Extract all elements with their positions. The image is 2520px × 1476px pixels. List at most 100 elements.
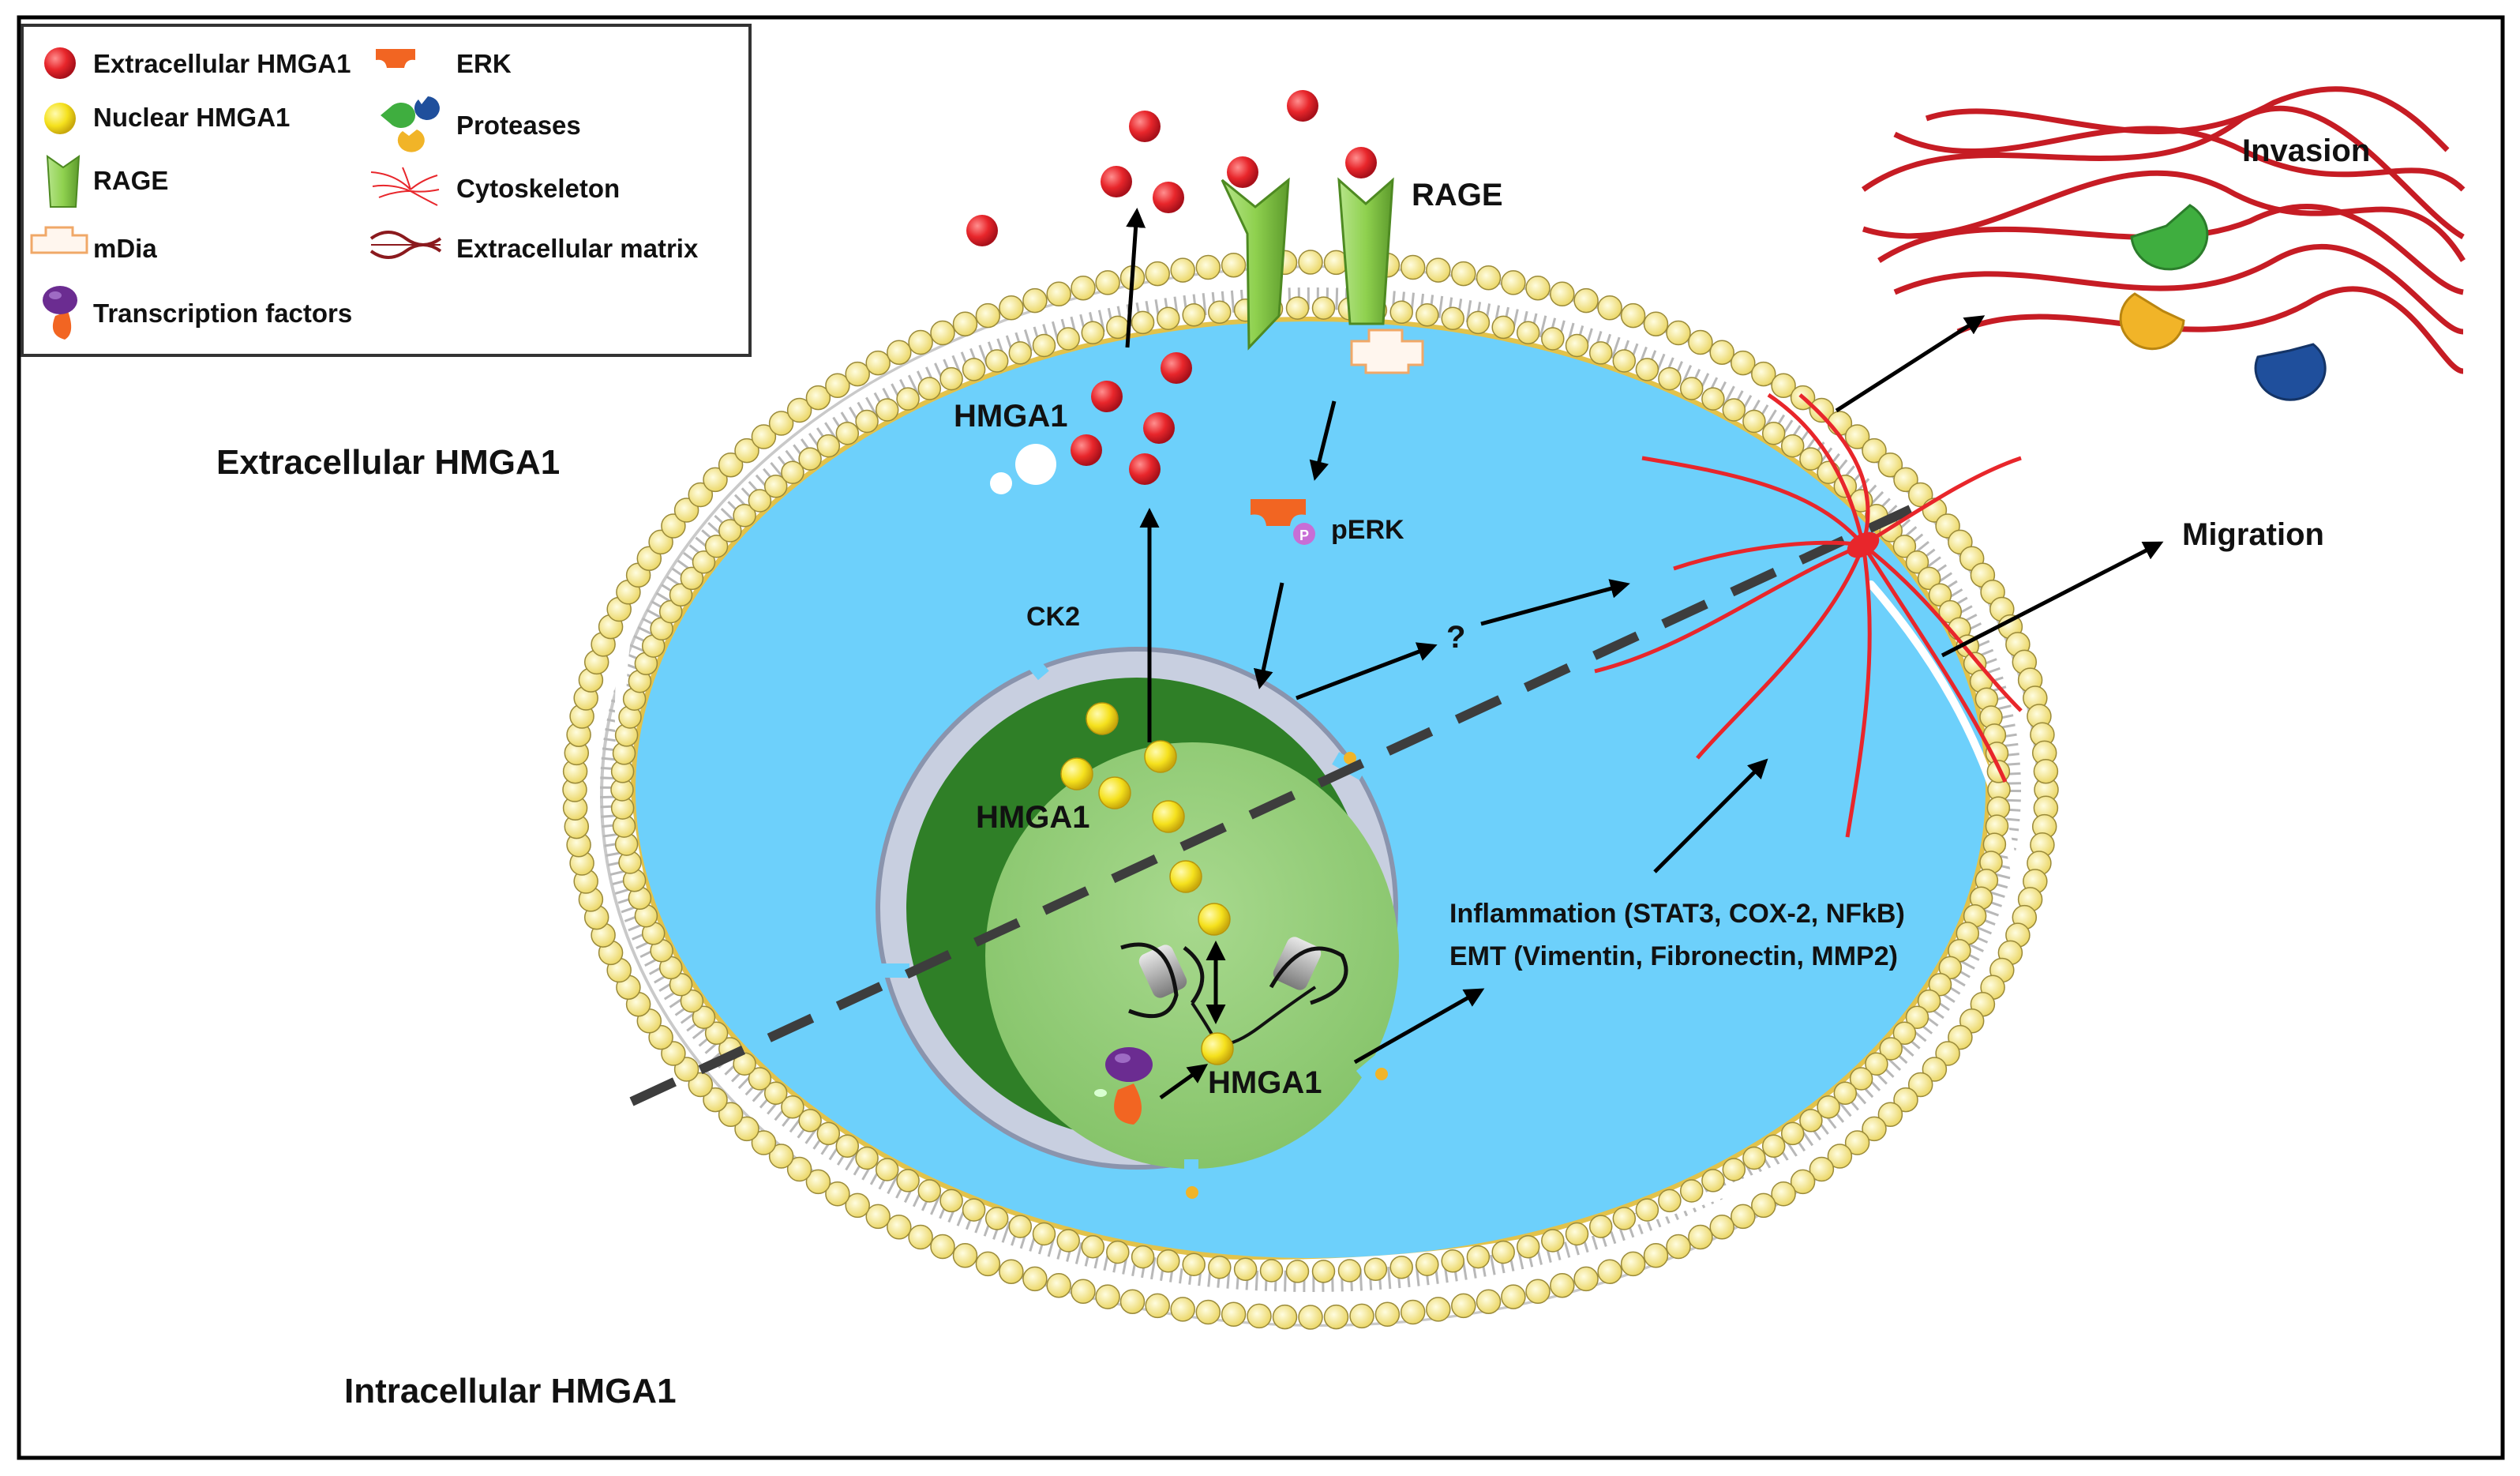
nuclear-hmga1-sphere bbox=[1086, 702, 1119, 735]
lipid-head-outer bbox=[1195, 1299, 1221, 1325]
phospho-label: P bbox=[1299, 528, 1309, 543]
legend-box bbox=[21, 24, 752, 357]
lipid-head-outer bbox=[1893, 467, 1918, 493]
legend-label-erk: ERK bbox=[456, 49, 512, 78]
lipid-head-inner bbox=[835, 421, 860, 445]
lipid-head-outer bbox=[1476, 265, 1502, 291]
lipid-head-outer bbox=[1426, 1297, 1451, 1322]
arrow-rage-to-perk bbox=[1309, 400, 1337, 481]
label-hmga1-nuclear: HMGA1 bbox=[976, 800, 1089, 835]
lipid-head-outer bbox=[734, 438, 759, 464]
lipid-head-outer bbox=[1643, 1243, 1669, 1268]
lipid-head-outer bbox=[1046, 1272, 1071, 1298]
cytoskeleton-icon bbox=[370, 167, 440, 206]
lipid-head-outer bbox=[1170, 1297, 1195, 1322]
lipid-head-outer bbox=[1349, 1303, 1374, 1329]
lipid-head-inner bbox=[1285, 1260, 1310, 1283]
phospho-badge bbox=[1293, 523, 1315, 545]
lipid-head-outer bbox=[1688, 1224, 1713, 1250]
extracellular-hmga1-sphere bbox=[966, 215, 998, 246]
lipid-head-outer bbox=[908, 329, 933, 355]
lipid-head-inner bbox=[798, 1109, 822, 1132]
lipid-head-inner bbox=[704, 534, 729, 558]
mdia-icon bbox=[1350, 329, 1424, 374]
lipid-head-inner bbox=[1008, 1215, 1033, 1238]
lipid-head-outer bbox=[1501, 270, 1526, 295]
lipid-head-inner bbox=[1032, 1222, 1056, 1246]
lipid-heads bbox=[562, 250, 2059, 1330]
lipid-head-inner bbox=[1722, 1158, 1746, 1181]
lipid-head-inner bbox=[1441, 306, 1464, 330]
lipid-head-outer bbox=[1862, 438, 1887, 464]
lipid-head-inner bbox=[1491, 1240, 1515, 1264]
lipid-head-outer bbox=[1525, 275, 1551, 301]
arrow-nucleus-to-question bbox=[1296, 642, 1438, 700]
lipid-head-inner bbox=[1182, 303, 1206, 327]
transcription-factor-icon bbox=[1094, 1047, 1153, 1125]
lipid-head-inner bbox=[875, 1158, 899, 1181]
red-sphere-icon bbox=[44, 47, 76, 79]
lipid-head-outer bbox=[930, 1234, 955, 1260]
lipid-head-outer bbox=[999, 1259, 1024, 1284]
lipid-head-inner bbox=[1363, 1257, 1388, 1282]
legend-label-extracellular-matrix: Extracellular matrix bbox=[456, 234, 699, 263]
legend-label-extracellular-hmga1: Extracellular HMGA1 bbox=[93, 49, 351, 78]
lipid-head-outer bbox=[1046, 281, 1071, 307]
lipid-head-inner bbox=[1541, 1229, 1565, 1253]
lipid-head-inner bbox=[763, 1081, 788, 1105]
label-hmga1-secreted: HMGA1 bbox=[954, 399, 1067, 434]
lipid-head-outer bbox=[1071, 275, 1096, 301]
nuclear-hmga1-sphere bbox=[1198, 903, 1231, 936]
lipid-head-outer bbox=[887, 1215, 912, 1240]
lipid-head-outer bbox=[1790, 1169, 1816, 1195]
protease-yellow-icon bbox=[2119, 292, 2185, 351]
arrow-secretion-out bbox=[1125, 208, 1146, 348]
lipid-head-outer bbox=[1022, 287, 1048, 314]
label-perk: pERK bbox=[1331, 515, 1404, 545]
lipid-head-outer bbox=[1573, 1266, 1599, 1292]
lipid-head-outer bbox=[1709, 340, 1734, 365]
extracellular-hmga1-sphere bbox=[1287, 90, 1318, 122]
lipid-head-inner bbox=[1879, 1037, 1903, 1061]
lipid-head-inner bbox=[1081, 1234, 1105, 1259]
lipid-head-outer bbox=[1119, 1289, 1146, 1314]
lipid-head-inner bbox=[1157, 1249, 1180, 1273]
lipid-head-inner bbox=[1742, 1146, 1766, 1170]
lipid-head-inner bbox=[855, 1146, 879, 1170]
lipid-head-outer bbox=[1451, 1293, 1476, 1319]
lipid-head-inner bbox=[1833, 1081, 1858, 1105]
lipid-head-outer bbox=[1400, 1299, 1426, 1325]
lipid-head-inner bbox=[781, 460, 804, 484]
lipid-head-outer bbox=[1771, 373, 1796, 399]
lipid-head-inner bbox=[1849, 1067, 1873, 1091]
lipid-head-outer bbox=[1731, 350, 1756, 376]
lipid-head-outer bbox=[1731, 1204, 1756, 1230]
lipid-head-outer bbox=[887, 340, 912, 365]
label-invasion: Invasion bbox=[2242, 133, 2370, 168]
lipid-head-outer bbox=[1145, 1293, 1170, 1319]
vesicle-small bbox=[990, 472, 1012, 494]
label-question: ? bbox=[1446, 620, 1465, 655]
label-ck2: CK2 bbox=[1026, 602, 1080, 632]
proteases-icon bbox=[381, 96, 440, 152]
extracellular-hmga1-spheres bbox=[966, 90, 1377, 485]
lipid-head-inner bbox=[939, 366, 963, 391]
lipid-head-inner bbox=[917, 1179, 942, 1203]
extracellular-hmga1-sphere bbox=[1091, 381, 1123, 412]
focal-adhesion bbox=[1847, 531, 1880, 558]
lipid-head-inner bbox=[1541, 327, 1565, 351]
lipid-head-outer bbox=[1501, 1284, 1526, 1309]
lipid-head-outer bbox=[1525, 1279, 1551, 1305]
lipid-head-outer bbox=[1426, 257, 1451, 283]
lipid-head-outer bbox=[786, 397, 812, 423]
lipid-head-outer bbox=[1877, 1102, 1903, 1128]
extracellular-hmga1-sphere bbox=[1101, 166, 1132, 197]
transcription-factor-icon bbox=[43, 286, 77, 340]
lipid-head-inner bbox=[1799, 447, 1823, 471]
lipid-head-outer bbox=[1862, 1116, 1887, 1142]
extracellular-hmga1-sphere bbox=[1143, 412, 1175, 444]
lipid-head-inner bbox=[1389, 300, 1413, 325]
lipid-head-inner bbox=[984, 349, 1009, 373]
extracellular-hmga1-sphere bbox=[1071, 434, 1102, 466]
